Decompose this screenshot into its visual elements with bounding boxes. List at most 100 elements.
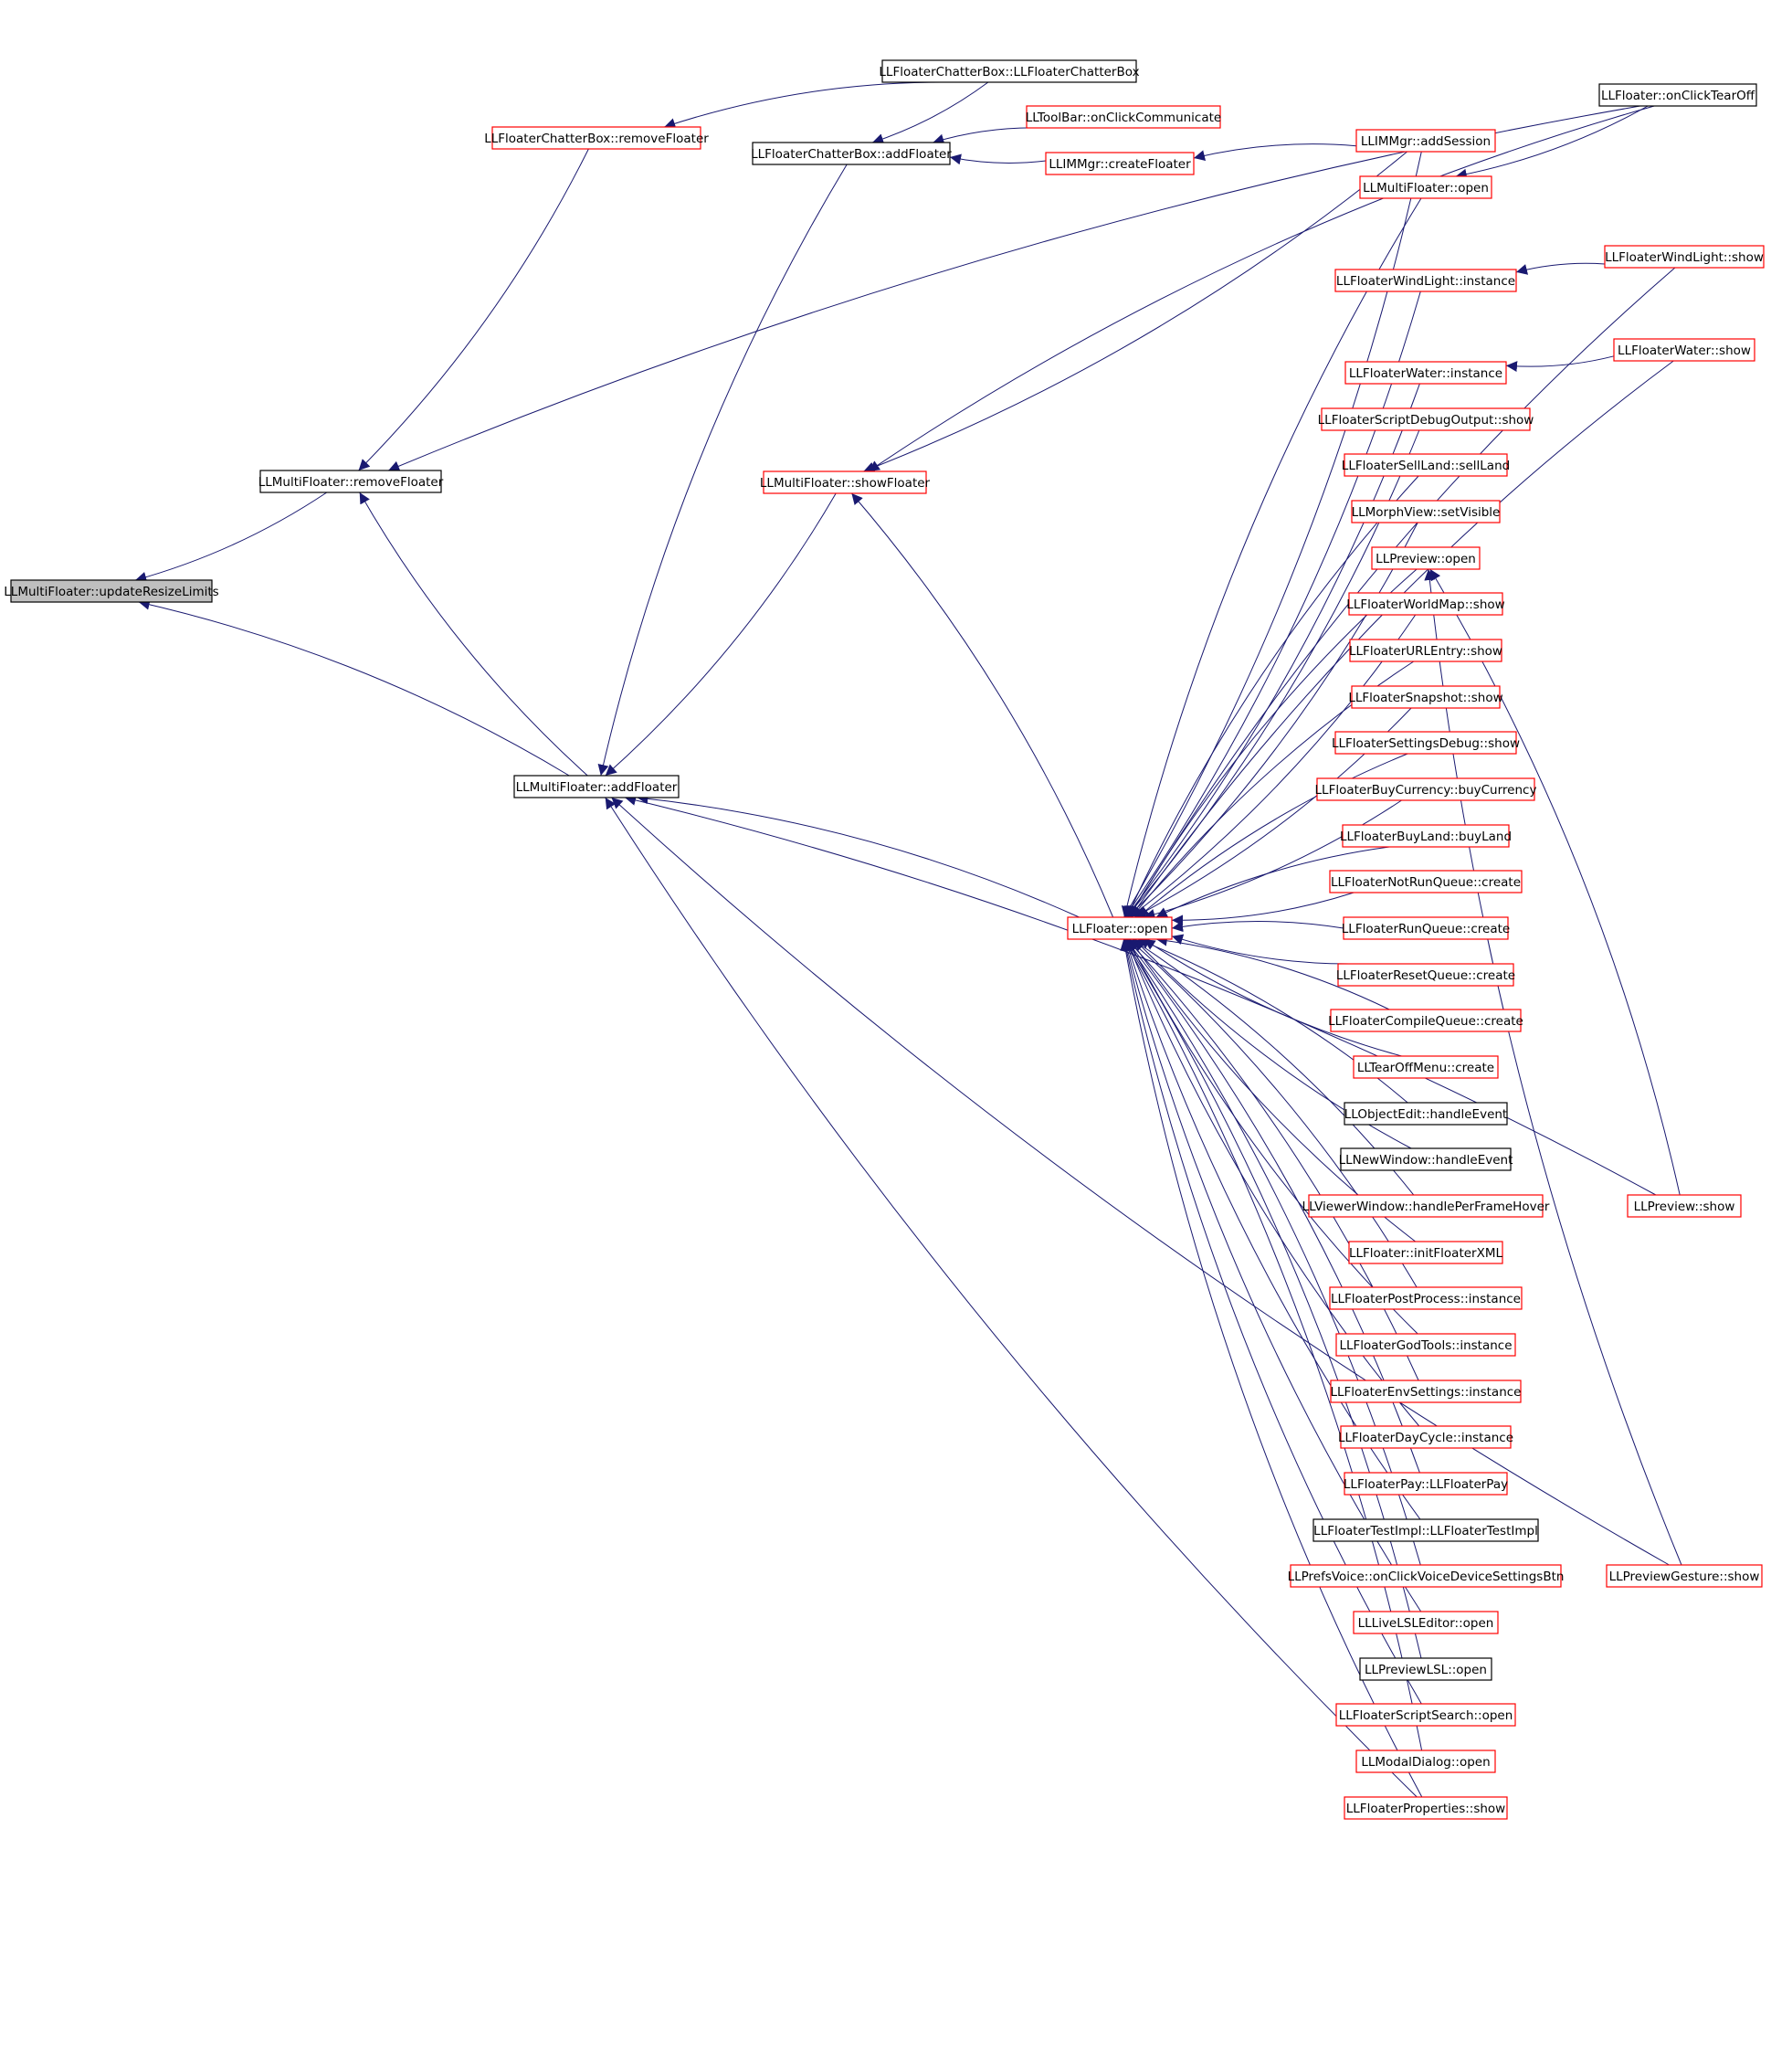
node-box — [491, 126, 701, 150]
node-box — [1342, 824, 1510, 848]
node-box — [1329, 870, 1523, 893]
node-box — [1337, 963, 1514, 987]
function-node[interactable]: LLFloaterScriptDebugOutput::show — [1318, 407, 1534, 431]
call-edge — [1126, 475, 1419, 918]
node-label: LLFloaterDayCycle::instance — [1338, 1431, 1513, 1445]
function-node[interactable]: LLFloaterNotRunQueue::create — [1329, 870, 1523, 893]
node-box — [1344, 1102, 1508, 1126]
node-label: LLModalDialog::open — [1361, 1755, 1490, 1770]
function-node[interactable]: LLFloaterBuyLand::buyLand — [1340, 824, 1512, 848]
function-node[interactable]: LLPreview::open — [1371, 546, 1481, 570]
node-box — [10, 579, 213, 603]
call-edge — [597, 164, 848, 777]
function-node[interactable]: LLToolBar::onClickCommunicate — [1026, 105, 1221, 129]
node-box — [1067, 916, 1173, 940]
function-node[interactable]: LLFloaterTestImpl::LLFloaterTestImpl — [1312, 1518, 1539, 1542]
function-node[interactable]: LLFloaterWorldMap::show — [1346, 592, 1505, 616]
node-box — [1045, 152, 1195, 175]
node-label: LLMultiFloater::open — [1363, 181, 1489, 196]
function-node[interactable]: LLPrefsVoice::onClickVoiceDeviceSettings… — [1288, 1564, 1565, 1588]
call-edge — [624, 794, 1657, 1196]
node-box — [1598, 83, 1757, 107]
node-label: LLViewerWindow::handlePerFrameHover — [1302, 1200, 1550, 1214]
function-node[interactable]: LLFloaterWindLight::instance — [1334, 269, 1517, 292]
function-node[interactable]: LLFloaterScriptSearch::open — [1335, 1703, 1516, 1727]
call-edge — [1121, 197, 1422, 918]
function-node[interactable]: LLTearOffMenu::create — [1353, 1055, 1499, 1079]
node-box — [1344, 1472, 1508, 1496]
function-node[interactable]: LLPreviewLSL::open — [1359, 1657, 1492, 1681]
function-node[interactable]: LLFloaterBuyCurrency::buyCurrency — [1315, 777, 1537, 801]
function-node[interactable]: LLNewWindow::handleEvent — [1339, 1147, 1513, 1171]
call-edge — [1424, 568, 1682, 1566]
function-node[interactable]: LLFloaterCompileQueue::create — [1328, 1009, 1523, 1032]
function-node[interactable]: LLFloater::open — [1067, 916, 1173, 940]
function-node[interactable]: LLFloaterSnapshot::show — [1348, 685, 1503, 709]
node-label: LLFloaterWorldMap::show — [1346, 597, 1504, 612]
function-node[interactable]: LLFloaterChatterBox::LLFloaterChatterBox — [879, 59, 1140, 83]
node-box — [1316, 777, 1535, 801]
call-edge — [1171, 892, 1355, 926]
function-node[interactable]: LLPreview::show — [1627, 1194, 1742, 1218]
function-node[interactable]: LLFloaterEnvSettings::instance — [1330, 1380, 1522, 1403]
function-node[interactable]: LLFloaterWater::show — [1613, 338, 1755, 362]
call-edge — [1124, 291, 1421, 918]
call-edge — [1455, 105, 1649, 180]
node-layer: LLMultiFloater::updateResizeLimitsLLMult… — [4, 59, 1765, 1820]
function-node[interactable]: LLFloaterSettingsDebug::show — [1332, 731, 1520, 755]
call-edge — [1127, 522, 1418, 918]
function-node[interactable]: LLViewerWindow::handlePerFrameHover — [1302, 1194, 1550, 1218]
function-node[interactable]: LLFloaterPay::LLFloaterPay — [1344, 1472, 1508, 1496]
function-node[interactable]: LLMultiFloater::open — [1359, 175, 1492, 199]
function-node[interactable]: LLFloaterWater::instance — [1344, 361, 1507, 385]
function-node[interactable]: LLFloaterURLEntry::show — [1349, 639, 1502, 662]
function-node[interactable]: LLIMMgr::addSession — [1355, 129, 1496, 153]
node-label: LLFloaterTestImpl::LLFloaterTestImpl — [1313, 1524, 1538, 1538]
node-label: LLFloaterResetQueue::create — [1336, 968, 1515, 983]
function-node[interactable]: LLFloater::initFloaterXML — [1348, 1241, 1503, 1264]
node-box — [259, 470, 442, 493]
function-node[interactable]: LLFloaterProperties::show — [1344, 1796, 1508, 1820]
function-node[interactable]: LLModalDialog::open — [1355, 1750, 1496, 1773]
node-label: LLFloaterRunQueue::create — [1342, 922, 1510, 936]
node-box — [763, 470, 927, 494]
function-node[interactable]: LLFloaterDayCycle::instance — [1338, 1425, 1513, 1449]
node-label: LLFloater::onClickTearOff — [1601, 89, 1755, 103]
call-edge — [1155, 935, 1390, 1010]
node-box — [1359, 175, 1492, 199]
function-node[interactable]: LLFloaterWindLight::show — [1604, 245, 1765, 269]
call-edge — [605, 492, 837, 777]
function-node[interactable]: LLMorphView::setVisible — [1351, 500, 1501, 523]
function-node[interactable]: LLFloaterPostProcess::instance — [1329, 1286, 1523, 1310]
node-label: LLMorphView::setVisible — [1352, 505, 1501, 520]
node-label: LLFloaterBuyCurrency::buyCurrency — [1315, 783, 1537, 798]
function-node[interactable]: LLLiveLSLEditor::open — [1353, 1611, 1499, 1634]
function-node[interactable]: LLIMMgr::createFloater — [1045, 152, 1195, 175]
node-label: LLFloaterPay::LLFloaterPay — [1344, 1477, 1508, 1492]
node-label: LLMultiFloater::updateResizeLimits — [4, 585, 218, 599]
function-node[interactable]: LLFloaterChatterBox::addFloater — [751, 142, 952, 165]
node-label: LLFloaterEnvSettings::instance — [1331, 1385, 1522, 1400]
node-label: LLFloaterWindLight::show — [1605, 250, 1764, 265]
function-node[interactable]: LLFloaterGodTools::instance — [1335, 1333, 1516, 1357]
function-node[interactable]: LLPreviewGesture::show — [1606, 1564, 1763, 1588]
function-node[interactable]: LLFloater::onClickTearOff — [1598, 83, 1757, 107]
node-label: LLPrefsVoice::onClickVoiceDeviceSettings… — [1288, 1570, 1565, 1584]
node-box — [1344, 361, 1507, 385]
function-node[interactable]: LLFloaterResetQueue::create — [1336, 963, 1515, 987]
function-node[interactable]: LLObjectEdit::handleEvent — [1344, 1102, 1508, 1126]
function-node[interactable]: LLFloaterRunQueue::create — [1342, 916, 1510, 940]
node-box — [1334, 731, 1517, 755]
function-node[interactable]: LLMultiFloater::addFloater — [513, 775, 680, 798]
node-label: LLFloater::initFloaterXML — [1349, 1246, 1503, 1261]
function-node[interactable]: LLFloaterChatterBox::removeFloater — [484, 126, 709, 150]
function-node[interactable]: LLMultiFloater::showFloater — [760, 470, 931, 494]
call-edge — [1144, 799, 1402, 920]
node-box — [1351, 500, 1501, 523]
function-node[interactable]: LLMultiFloater::removeFloater — [258, 470, 444, 493]
node-label: LLNewWindow::handleEvent — [1339, 1153, 1513, 1168]
call-edge — [135, 492, 328, 583]
function-node[interactable]: LLFloaterSellLand::sellLand — [1342, 453, 1510, 477]
call-edge — [1515, 262, 1606, 275]
